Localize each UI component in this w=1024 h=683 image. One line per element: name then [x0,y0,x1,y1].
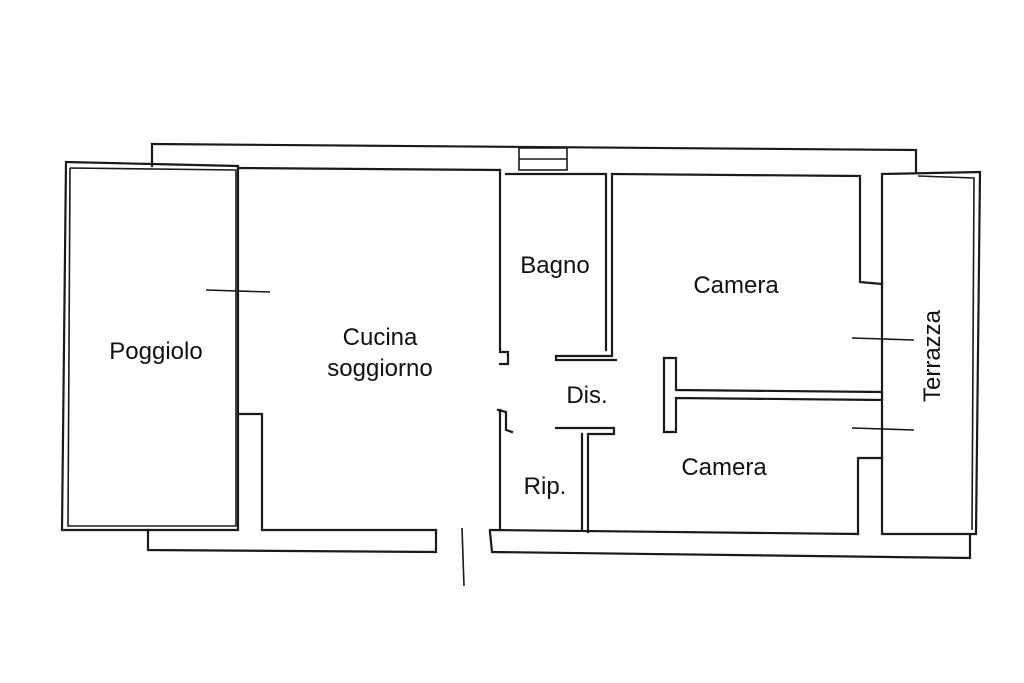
room-label-cucina: Cucina [343,324,418,351]
cucina-wall-lower-left [236,412,264,532]
poggiolo-door-mark [205,289,271,293]
entrance-door-mark [461,527,465,587]
camera-bottom-wall [856,456,884,536]
room-label-camera-bottom: Camera [681,454,767,481]
camera-divider-wall [662,356,884,434]
camera-bottom-door-mark [851,427,915,431]
ripostiglio-walls [496,408,616,534]
camera-top-door-mark [851,337,915,341]
room-label-soggiorno: soggiorno [327,355,432,382]
outer-walls [60,142,982,560]
room-label-bagno: Bagno [520,252,589,279]
room-label-poggiolo: Poggiolo [109,338,202,365]
room-label-rip: Rip. [524,473,567,500]
room-label-terrazza: Terrazza [919,309,946,402]
room-label-camera-top: Camera [693,272,779,299]
room-label-dis: Dis. [566,382,607,409]
bagno-walls [498,168,884,366]
